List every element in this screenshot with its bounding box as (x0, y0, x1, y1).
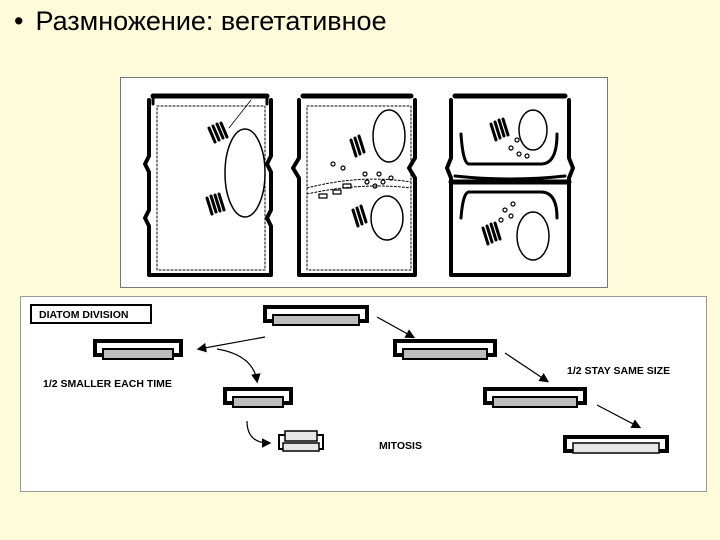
cell-stage-1 (143, 93, 273, 277)
slide-title: • Размножение: вегетативное (14, 6, 387, 37)
label-mitosis: MITOSIS (379, 440, 422, 452)
header-label: DIATOM DIVISION (39, 309, 128, 321)
arrow-right-mid (504, 352, 549, 383)
header-box (30, 304, 152, 324)
bullet-glyph: • (14, 6, 24, 36)
cell-stage-2 (291, 93, 417, 277)
arrow-left-top (196, 336, 266, 353)
cell-division-figure (120, 77, 608, 288)
arrow-right-bottom (596, 404, 642, 429)
arrow-left-mid (216, 348, 261, 384)
frustule-same-1 (393, 339, 497, 360)
frustule-same-3 (563, 435, 669, 454)
arrow-right-top (376, 316, 416, 339)
label-same-size: 1/2 STAY SAME SIZE (567, 365, 670, 377)
slide-title-text: Размножение: вегетативное (35, 6, 387, 36)
arrow-left-bottom (246, 420, 272, 448)
cell-division-illustration (143, 93, 575, 277)
frustule-small-2 (223, 387, 293, 408)
frustule-same-2 (483, 387, 587, 408)
frustule-small-1 (93, 339, 183, 360)
diatom-division-diagram: DIATOM DIVISION (30, 304, 670, 454)
frustule-top (263, 305, 369, 326)
diatom-division-figure: DIATOM DIVISION (20, 296, 707, 492)
label-smaller: 1/2 SMALLER EACH TIME (43, 378, 172, 390)
frustule-small-3 (278, 430, 324, 452)
cell-stage-3 (445, 93, 575, 277)
